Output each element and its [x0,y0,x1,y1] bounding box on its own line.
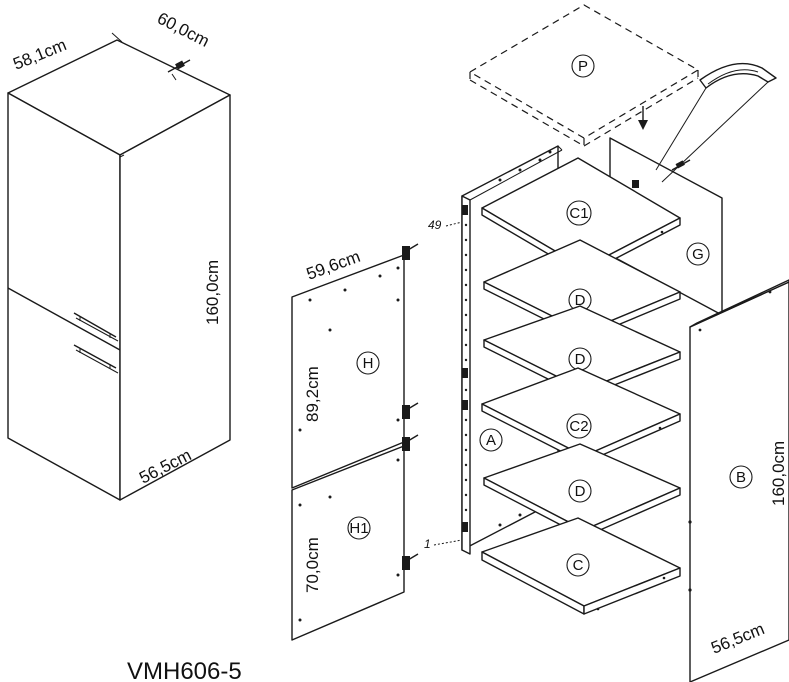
svg-text:C: C [573,557,584,574]
svg-text:C1: C1 [569,205,588,222]
svg-text:B: B [736,469,746,486]
handle-upper [73,312,119,342]
svg-text:G: G [692,246,704,263]
model-title: VMH606-5 [127,658,242,682]
handle-lower [73,344,119,374]
part-label-D3: D [568,479,592,503]
svg-text:D: D [575,483,586,500]
cabinet-side [119,94,231,501]
door-gap [7,287,121,351]
part-label-G: G [686,242,710,266]
svg-text:C2: C2 [569,418,588,435]
door-lower-height-label: 70,0cm [303,537,322,593]
svg-text:D: D [575,351,586,368]
wall-screw-icon [167,59,191,81]
hole-number-bottom: 1 [424,537,431,551]
part-label-A: A [479,428,503,452]
part-label-D2: D [568,347,592,371]
svg-text:D: D [575,292,586,309]
part-label-C1: C1 [566,200,592,226]
part-label-C: C [566,553,590,577]
part-label-P: P [571,54,595,78]
svg-text:A: A [486,432,496,449]
hole-row [464,223,468,527]
cabinet-height-label: 160,0cm [203,260,222,325]
hole-number-top: 49 [428,218,442,232]
svg-text:P: P [578,58,588,75]
door-hinges [402,243,419,570]
part-label-H: H [356,351,380,375]
part-label-C2: C2 [566,413,592,439]
side-panel-height-label: 160,0cm [769,441,788,506]
door-lower [291,445,405,641]
down-arrow-icon [638,106,648,130]
part-label-B: B [729,465,753,489]
cabinet-depth-top-label: 60,0cm [154,9,212,51]
door-upper-height-label: 89,2cm [303,366,322,422]
assembled-cabinet [7,32,231,501]
svg-text:H1: H1 [349,520,368,537]
handle-detail-icon [632,62,777,188]
part-label-H1: H1 [347,516,371,540]
svg-text:H: H [363,355,374,372]
